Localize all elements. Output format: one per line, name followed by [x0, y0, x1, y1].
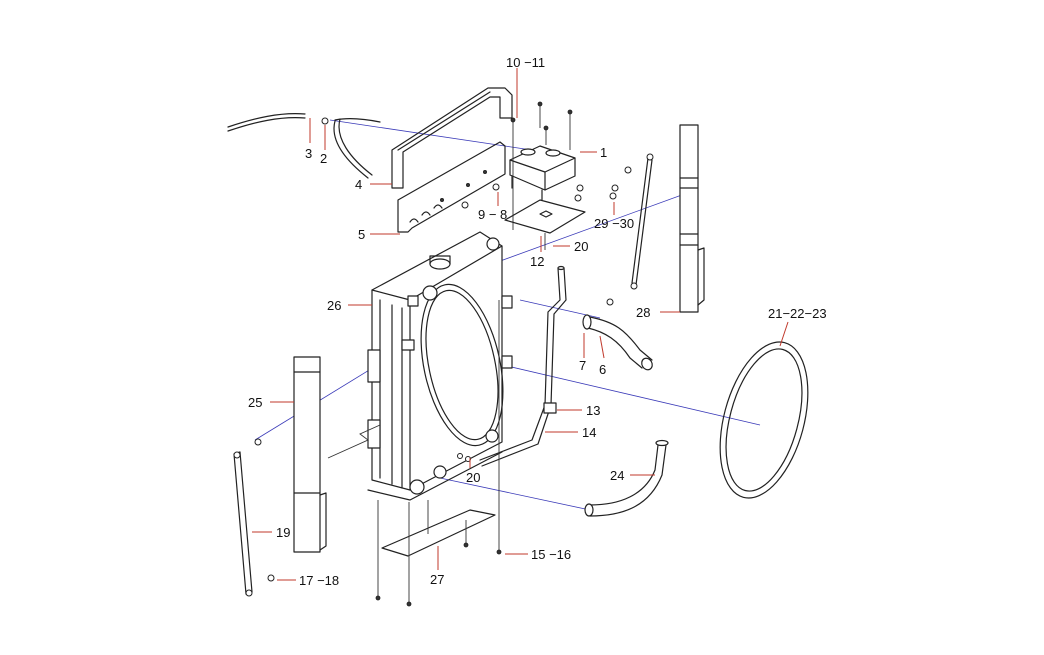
- callout-12: 12: [530, 254, 544, 269]
- callout-3: 3: [305, 146, 312, 161]
- callout-20-lower: 20: [466, 470, 480, 485]
- callout-17-18: 17 −18: [299, 573, 339, 588]
- nuts-29-30: [574, 166, 632, 202]
- hose-part-3: [227, 113, 306, 132]
- callout-10-11: 10 −11: [506, 55, 545, 70]
- break-line: [327, 424, 381, 459]
- callout-26: 26: [327, 298, 341, 313]
- pipe-part-14: [479, 265, 567, 467]
- callout-20-upper: 20: [574, 239, 588, 254]
- callout-15-16: 15 −16: [531, 547, 571, 562]
- overflow-tube: [333, 118, 381, 179]
- callout-6: 6: [599, 362, 606, 377]
- callout-5: 5: [358, 227, 365, 242]
- bottom-plate-part-27: [381, 500, 496, 557]
- radiator-part-26: [367, 231, 513, 501]
- callout-21-22-23: 21−22−23: [768, 306, 827, 321]
- hose-part-24: [584, 439, 669, 517]
- callout-19: 19: [276, 525, 290, 540]
- tank-bolts: [510, 101, 573, 230]
- callout-27: 27: [430, 572, 444, 587]
- nuts-9-8: [461, 183, 500, 209]
- callout-9-8: 9 − 8: [478, 207, 507, 222]
- callout-24: 24: [610, 468, 624, 483]
- leader-lines: [252, 68, 789, 581]
- callout-25: 25: [248, 395, 262, 410]
- shroud-plate-part-5: [397, 141, 506, 233]
- clamp-part-2: [321, 117, 329, 125]
- callout-13: 13: [586, 403, 600, 418]
- hose-part-6: [587, 316, 653, 371]
- callout-28: 28: [636, 305, 650, 320]
- side-seal-part-25: [293, 356, 327, 553]
- clamp-part-7: [582, 314, 592, 330]
- callout-labels: 10 −11 1 3 2 4 9 − 8 5 29 −30 20 12 26 2…: [248, 55, 827, 588]
- tank-bracket-part-12: [504, 199, 586, 250]
- expansion-tank-part-1: [509, 145, 576, 201]
- bottom-bolts: [375, 300, 502, 607]
- upper-bracket-part-4: [391, 87, 513, 189]
- stay-rod-right: [606, 153, 654, 306]
- callout-7: 7: [579, 358, 586, 373]
- callout-4: 4: [355, 177, 362, 192]
- callout-2: 2: [320, 151, 327, 166]
- callout-29-30: 29 −30: [594, 216, 634, 231]
- stay-rod-part-19: [233, 438, 275, 597]
- fan-ring-part-21-22-23: [719, 341, 809, 499]
- callout-1: 1: [600, 145, 607, 160]
- side-seal-part-28: [679, 124, 705, 313]
- clamp-part-13: [543, 402, 557, 414]
- callout-14: 14: [582, 425, 596, 440]
